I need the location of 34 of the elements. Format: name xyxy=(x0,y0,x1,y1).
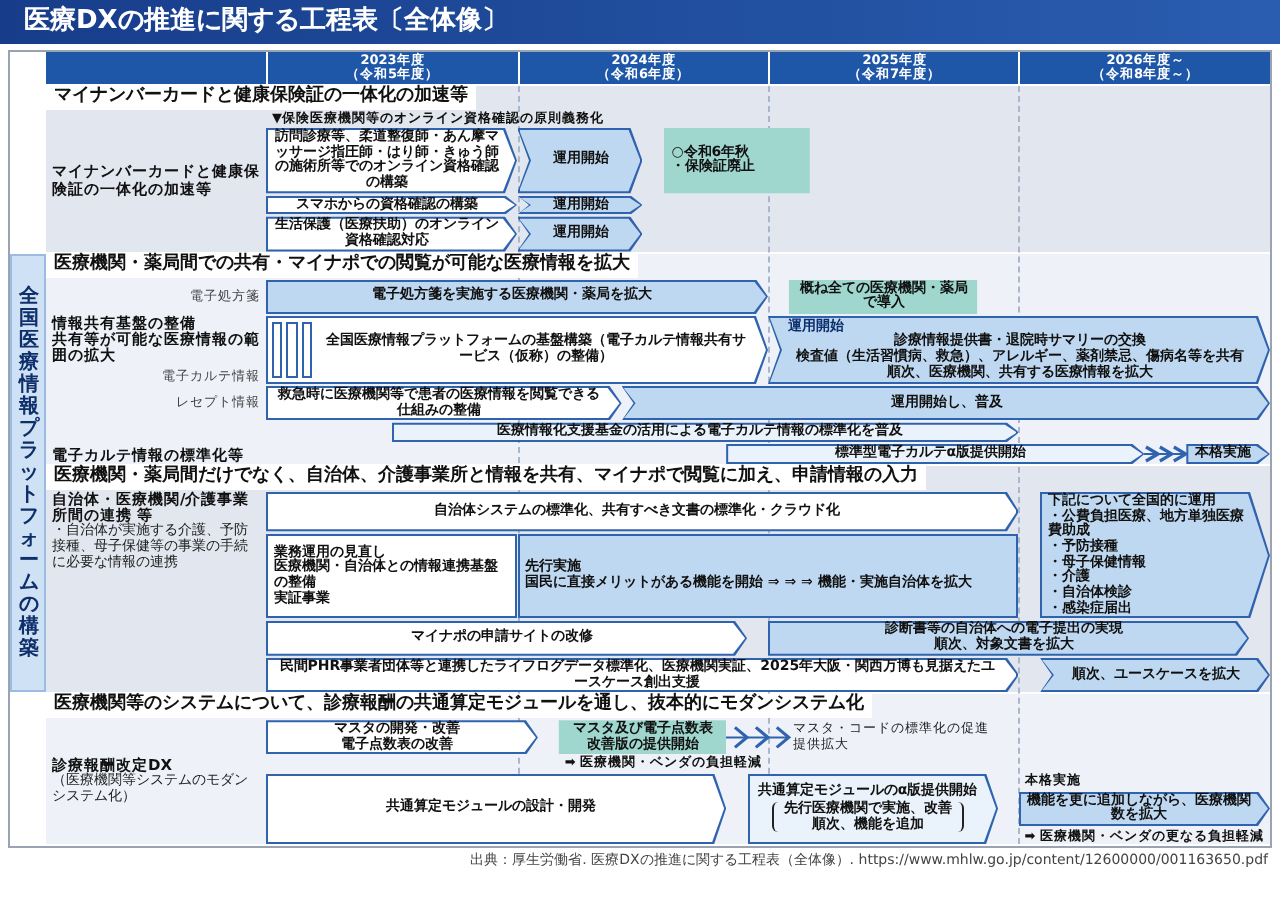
section-heading: 医療機関等のシステムについて、診療報酬の共通算定モジュールを通し、抜本的にモダンシステム化 xyxy=(46,694,872,719)
arrow-step xyxy=(767,315,1270,384)
chevron-arrow xyxy=(725,726,791,749)
arrow-step xyxy=(1039,657,1270,693)
arrow-step xyxy=(1039,491,1270,619)
process-box xyxy=(266,533,517,619)
milestone-box xyxy=(663,127,810,194)
process-box xyxy=(517,533,1019,619)
milestone-box xyxy=(558,720,727,755)
page-title: 医療DXの推進に関する工程表〔全体像〕 xyxy=(24,6,510,38)
category-band xyxy=(10,253,46,693)
section-heading: 医療機関・薬局間での共有・マイナポでの閲覧が可能な医療情報を拡大 xyxy=(46,253,638,278)
arrow-step xyxy=(726,444,1145,465)
arrow-step xyxy=(266,315,768,384)
arrow-step xyxy=(1018,791,1270,826)
arrow-step xyxy=(266,620,748,656)
arrow-step xyxy=(266,385,622,421)
arrow-step xyxy=(266,720,538,755)
arrow-step xyxy=(266,216,517,252)
milestone-box xyxy=(788,279,978,314)
chevron-arrow xyxy=(1143,445,1188,463)
arrow-step xyxy=(391,422,1019,443)
arrow-step xyxy=(266,127,517,194)
arrow-step xyxy=(266,279,768,314)
arrow-step xyxy=(266,773,727,844)
section-heading: マイナンバーカードと健康保険証の一体化の加速等 xyxy=(46,85,476,110)
arrow-step xyxy=(517,216,643,252)
arrow-step xyxy=(621,385,1270,421)
arrow-step xyxy=(747,773,999,844)
arrow-step xyxy=(767,620,1250,656)
band-label: 全国医療情報プラットフォームの構築 xyxy=(19,285,39,660)
arrow-step xyxy=(266,491,1019,532)
section-heading: 医療機関・薬局間だけでなく、自治体、介護事業所と情報を共有、マイナポで閲覧に加え、申請情報の入力 xyxy=(46,466,926,490)
arrow-step xyxy=(1186,444,1270,465)
